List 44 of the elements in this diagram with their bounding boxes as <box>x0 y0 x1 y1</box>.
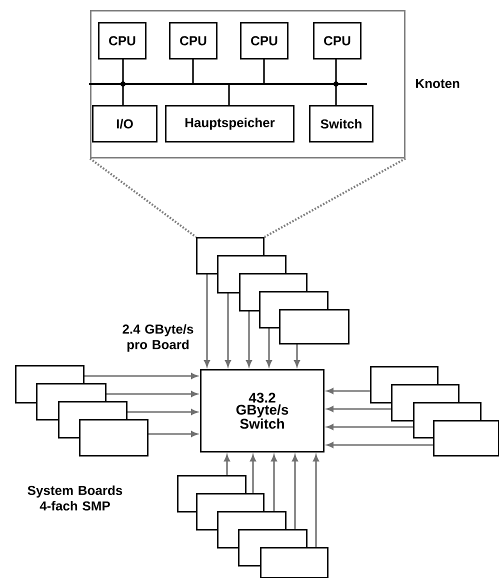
connector-line <box>263 60 265 84</box>
annotation-text: 2.4 GByte/s pro Board <box>122 324 194 352</box>
arrow <box>84 373 198 379</box>
switch-box: 43.2 GByte/s Switch <box>200 369 324 452</box>
annotation-text: System Boards 4-fach SMP <box>28 485 122 511</box>
bus-line <box>89 81 367 87</box>
arrow <box>326 406 391 412</box>
board-box <box>260 547 328 578</box>
arrow <box>106 391 198 397</box>
connector-line <box>264 158 406 238</box>
connector-line <box>335 60 337 84</box>
arrow <box>271 454 277 511</box>
arrow <box>326 442 433 448</box>
connector-line <box>122 60 124 84</box>
arrow <box>326 424 413 430</box>
board-box <box>279 309 350 344</box>
connector-line <box>89 158 197 238</box>
node-caption: Knoten <box>416 78 460 88</box>
board-box <box>79 419 148 456</box>
magnified-node-frame <box>90 10 406 158</box>
arrow <box>204 274 210 367</box>
arrow <box>326 388 370 394</box>
connector-line <box>228 84 230 105</box>
component-box: CPU <box>169 22 218 60</box>
arrow <box>148 431 198 437</box>
arrow <box>292 454 298 529</box>
component-box: CPU <box>313 22 362 60</box>
arrow <box>313 454 319 547</box>
arrow <box>246 312 252 367</box>
component-box: Switch <box>309 105 374 142</box>
component-box: CPU <box>98 22 146 60</box>
component-box: CPU <box>240 22 288 60</box>
arrow <box>250 454 256 493</box>
arrow <box>224 454 230 475</box>
arrow <box>128 409 198 415</box>
connector-line <box>122 84 124 105</box>
connector-line <box>335 84 337 105</box>
board-box <box>433 420 499 456</box>
component-box: Hauptspeicher <box>165 105 294 142</box>
arrow <box>294 344 300 367</box>
arrow <box>266 328 272 367</box>
connector-line <box>192 60 194 84</box>
arrow <box>225 294 231 367</box>
component-box: I/O <box>92 105 158 142</box>
